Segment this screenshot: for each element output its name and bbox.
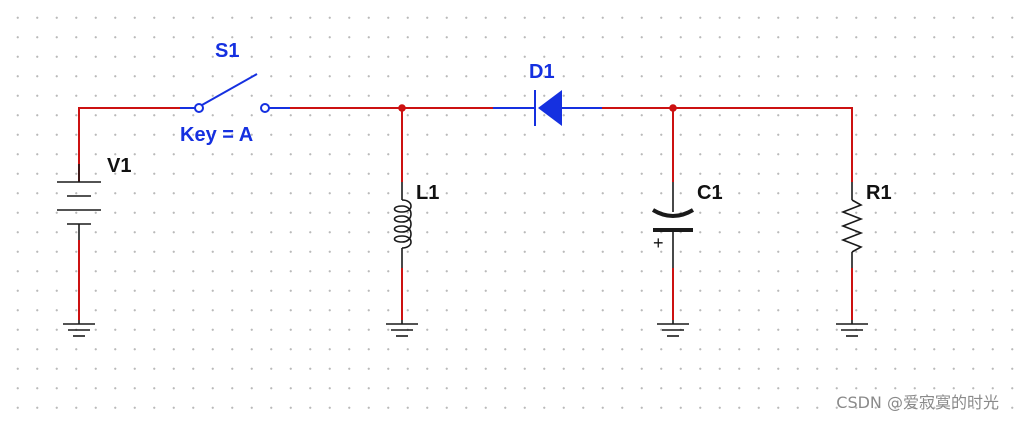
label-s1: S1 (215, 40, 239, 62)
label-c1: C1 (697, 182, 723, 204)
diode-triangle (538, 90, 562, 126)
switch-contact-right (260, 103, 270, 113)
wires (78, 107, 853, 320)
ground-icon-l1 (386, 320, 418, 337)
junction-dot-right (669, 104, 677, 112)
ground-icon-v1 (63, 320, 95, 337)
watermark: CSDN @爱寂寞的时光 (836, 393, 999, 412)
battery-v1[interactable] (57, 164, 101, 240)
resistor-r1[interactable] (840, 182, 864, 268)
switch-contact-left (194, 103, 204, 113)
switch-s1[interactable] (180, 73, 290, 113)
label-d1: D1 (529, 61, 555, 83)
switch-lever (201, 73, 258, 106)
capacitor-plus-sign: + (653, 233, 664, 253)
capacitor-c1[interactable] (651, 182, 695, 268)
wire-diode-to-r1[interactable] (602, 107, 853, 182)
label-l1: L1 (416, 182, 439, 204)
capacitor-curved-plate (651, 208, 695, 218)
label-v1: V1 (107, 155, 131, 177)
ground-icon-c1 (657, 320, 689, 337)
junction-dot-left (398, 104, 406, 112)
label-switch-key: Key = A (180, 124, 253, 146)
label-r1: R1 (866, 182, 892, 204)
wire-v1-to-switch[interactable] (78, 107, 195, 182)
ground-icon-r1 (836, 320, 868, 337)
inductor-l1[interactable] (393, 182, 412, 268)
diode-d1[interactable] (493, 90, 602, 126)
